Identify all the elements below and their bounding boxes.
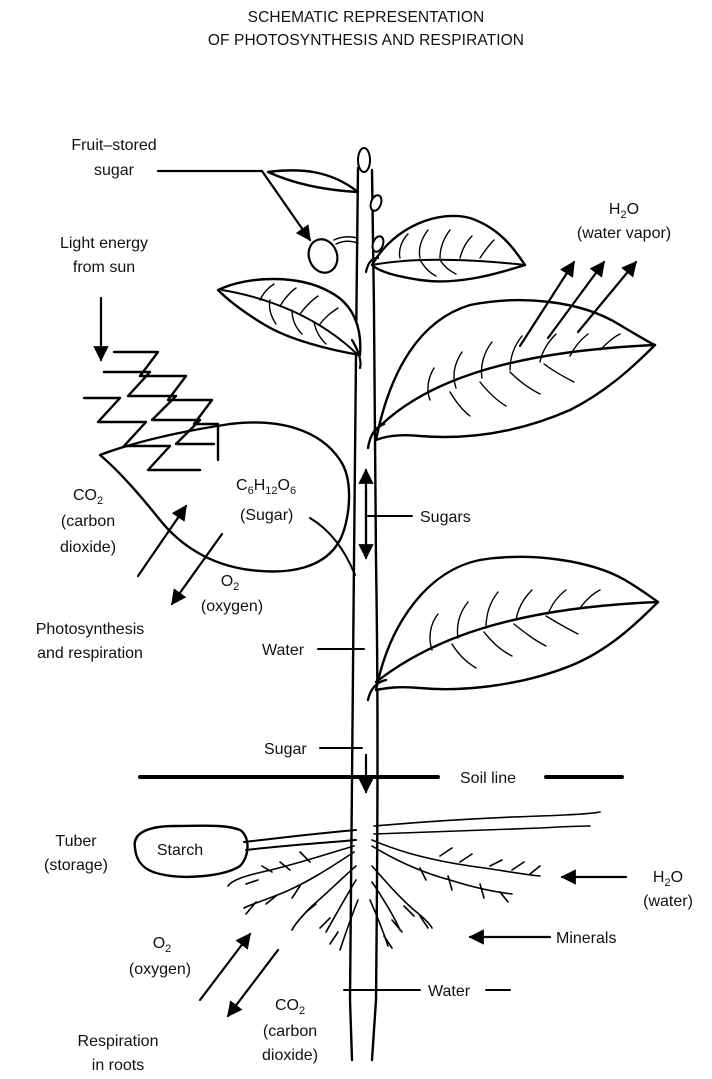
soil-line-label: Soil line	[460, 770, 516, 787]
water-root-label: Water	[428, 983, 471, 1000]
sugar-paren-label: (Sugar)	[240, 507, 293, 524]
o2-root-label: O2	[153, 935, 172, 955]
fruit-stored-label-1: Fruit–stored	[71, 137, 156, 154]
h2o-vapor-label: H2O	[609, 201, 639, 221]
o2-root-arrow	[200, 934, 250, 1000]
starch-label: Starch	[157, 842, 203, 859]
fruit-pointer-arrow	[158, 171, 310, 240]
title-line-2: OF PHOTOSYNTHESIS AND RESPIRATION	[208, 32, 524, 49]
water-paren-label: (water)	[643, 893, 693, 910]
top-small-leaf	[268, 170, 358, 192]
water-vapor-label: (water vapor)	[577, 225, 671, 242]
sugars-label: Sugars	[420, 509, 471, 526]
tuber-label-1: Tuber	[55, 833, 97, 850]
co2-root-arrow	[228, 950, 278, 1016]
upper-left-leaf	[218, 279, 361, 368]
o2-leaf-label: O2	[221, 573, 240, 593]
fruit-stored-label-2: sugar	[94, 162, 135, 179]
minerals-label: Minerals	[556, 930, 616, 947]
roots	[228, 812, 600, 950]
oxygen-root-label: (oxygen)	[129, 961, 191, 978]
lower-right-leaf	[368, 557, 658, 700]
h2o-root-label: H2O	[653, 869, 683, 889]
tuber-label-2: (storage)	[44, 857, 108, 874]
carbon-root-label: (carbon	[263, 1023, 317, 1040]
light-label-1: Light energy	[60, 235, 148, 252]
dioxide-label: dioxide)	[60, 539, 116, 556]
fruit	[304, 235, 358, 277]
water-stem-label: Water	[262, 642, 305, 659]
photosynthesis-label-1: Photosynthesis	[36, 621, 145, 638]
big-right-leaf	[368, 300, 655, 448]
respiration-label-1: Respiration	[78, 1033, 159, 1050]
co2-leaf-label: CO2	[73, 487, 103, 507]
oxygen-label: (oxygen)	[201, 598, 263, 615]
photosynthesis-label-2: and respiration	[37, 645, 143, 662]
light-label-2: from sun	[73, 259, 135, 276]
sugar-stem-label: Sugar	[264, 741, 307, 758]
dioxide-root-label: dioxide)	[262, 1047, 318, 1064]
respiration-label-2: in roots	[92, 1057, 144, 1074]
co2-root-label: CO2	[275, 997, 305, 1017]
upper-right-leaf	[366, 216, 525, 281]
title-line-1: SCHEMATIC REPRESENTATION	[248, 9, 485, 26]
carbon-label: (carbon	[61, 513, 115, 530]
